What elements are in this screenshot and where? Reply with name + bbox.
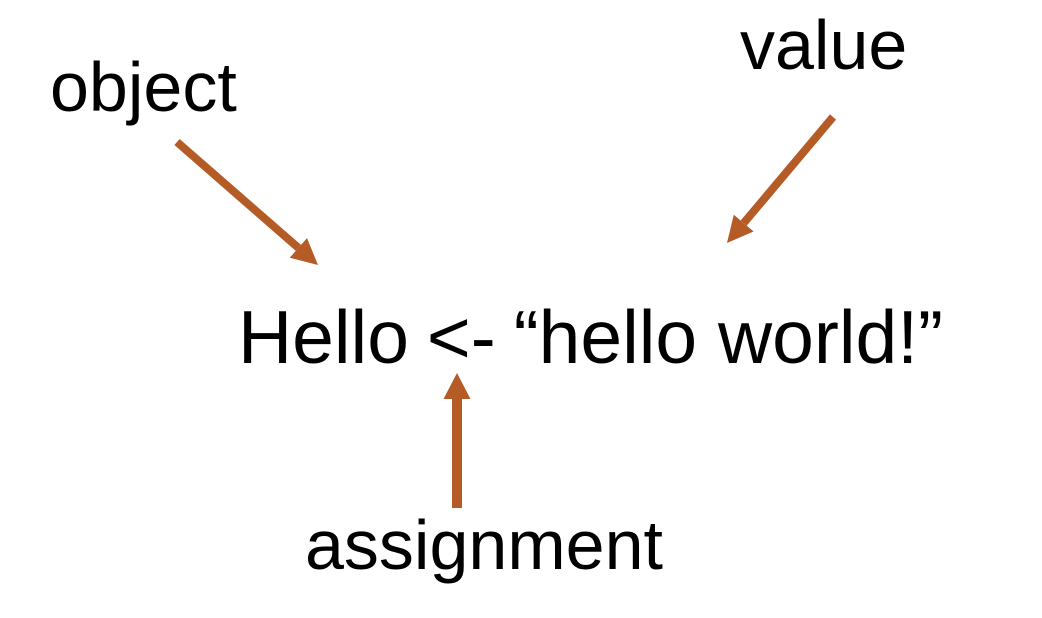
value-arrow-icon bbox=[727, 114, 837, 243]
assignment-label: assignment bbox=[305, 506, 663, 584]
code-value-string: “hello world!” bbox=[513, 295, 944, 379]
object-arrow-shaft bbox=[174, 138, 302, 251]
code-line: Hello <- “hello world!” bbox=[238, 300, 943, 375]
value-arrowhead bbox=[727, 214, 754, 243]
object-label: object bbox=[50, 48, 237, 126]
code-object-name: Hello bbox=[238, 295, 409, 379]
assignment-arrowhead bbox=[443, 373, 471, 399]
assignment-arrow-icon bbox=[443, 373, 471, 508]
object-arrowhead bbox=[289, 238, 318, 265]
code-assignment-operator: <- bbox=[426, 295, 496, 379]
value-arrow-shaft bbox=[740, 114, 837, 226]
value-label: value bbox=[740, 6, 908, 84]
object-arrow-icon bbox=[174, 138, 318, 265]
